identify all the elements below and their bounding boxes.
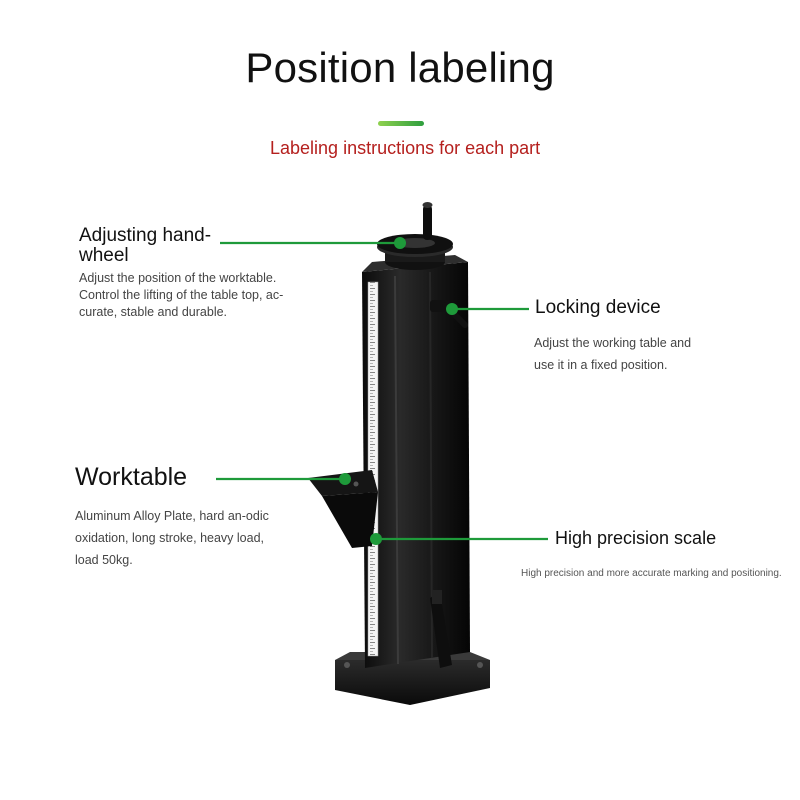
locking-device-title: Locking device xyxy=(535,297,661,318)
lower-lever xyxy=(430,590,452,668)
worktable-title: Worktable xyxy=(75,463,188,491)
scale-strip xyxy=(367,281,379,657)
worktable-description: Aluminum Alloy Plate, hard an-odic oxida… xyxy=(75,509,269,567)
handwheel-description: Adjust the position of the worktable. Co… xyxy=(79,271,284,319)
leader-lines xyxy=(216,237,548,545)
handwheel xyxy=(377,202,453,270)
handwheel-title: Adjusting hand-wheel xyxy=(79,225,212,266)
subtitle: Labeling instructions for each part xyxy=(270,138,541,158)
locking-device-description: Adjust the working table and use it in a… xyxy=(534,336,692,372)
page-title: Position labeling xyxy=(245,44,555,91)
scale-title: High precision scale xyxy=(555,528,717,548)
scale-description: High precision and more accurate marking… xyxy=(521,568,782,579)
title-accent-bar xyxy=(378,121,424,126)
